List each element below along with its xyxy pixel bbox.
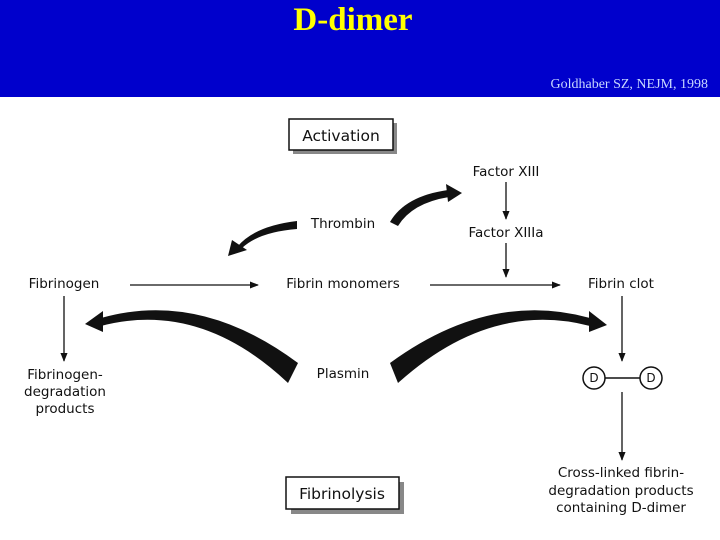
activation-label: Activation — [302, 127, 380, 145]
d-dimer-unit: D D — [582, 366, 663, 390]
arrow-thrombin-to-fibrinogen — [228, 221, 297, 256]
fibrinolysis-label: Fibrinolysis — [299, 485, 385, 503]
arrow-factor-xiii-curve — [390, 184, 462, 226]
activation-box: Activation — [288, 118, 397, 154]
svg-text:Cross-linked fibrin-: Cross-linked fibrin- — [558, 465, 684, 481]
factor-xiii-label: Factor XIII — [473, 164, 540, 180]
d-domain-right — [639, 366, 663, 390]
svg-text:Fibrinogen-: Fibrinogen- — [27, 367, 103, 383]
slide-title: D-dimer — [293, 2, 413, 38]
d-domain-left — [582, 366, 606, 390]
svg-text:D: D — [646, 371, 655, 385]
svg-text:degradation products: degradation products — [548, 483, 693, 499]
cross-linked-products-label: Cross-linked fibrin- degradation product… — [548, 465, 693, 516]
thrombin-label: Thrombin — [310, 216, 375, 232]
fibrinogen-degradation-label: Fibrinogen- degradation products — [24, 367, 106, 417]
fibrin-monomers-label: Fibrin monomers — [286, 276, 400, 292]
arrow-plasmin-to-clot — [390, 310, 607, 383]
svg-text:degradation: degradation — [24, 384, 106, 400]
svg-text:D: D — [589, 371, 598, 385]
svg-text:products: products — [36, 401, 95, 417]
citation: Goldhaber SZ, NEJM, 1998 — [550, 77, 709, 92]
arrow-plasmin-to-fibrinogen — [85, 310, 298, 383]
fibrinolysis-box: Fibrinolysis — [285, 476, 404, 514]
slide-header: D-dimer Goldhaber SZ, NEJM, 1998 — [0, 0, 720, 97]
plasmin-label: Plasmin — [317, 366, 370, 382]
factor-xiiia-label: Factor XIIIa — [468, 225, 543, 241]
fibrin-clot-label: Fibrin clot — [588, 276, 654, 292]
svg-text:containing D-dimer: containing D-dimer — [556, 500, 686, 516]
fibrinogen-label: Fibrinogen — [29, 276, 100, 292]
